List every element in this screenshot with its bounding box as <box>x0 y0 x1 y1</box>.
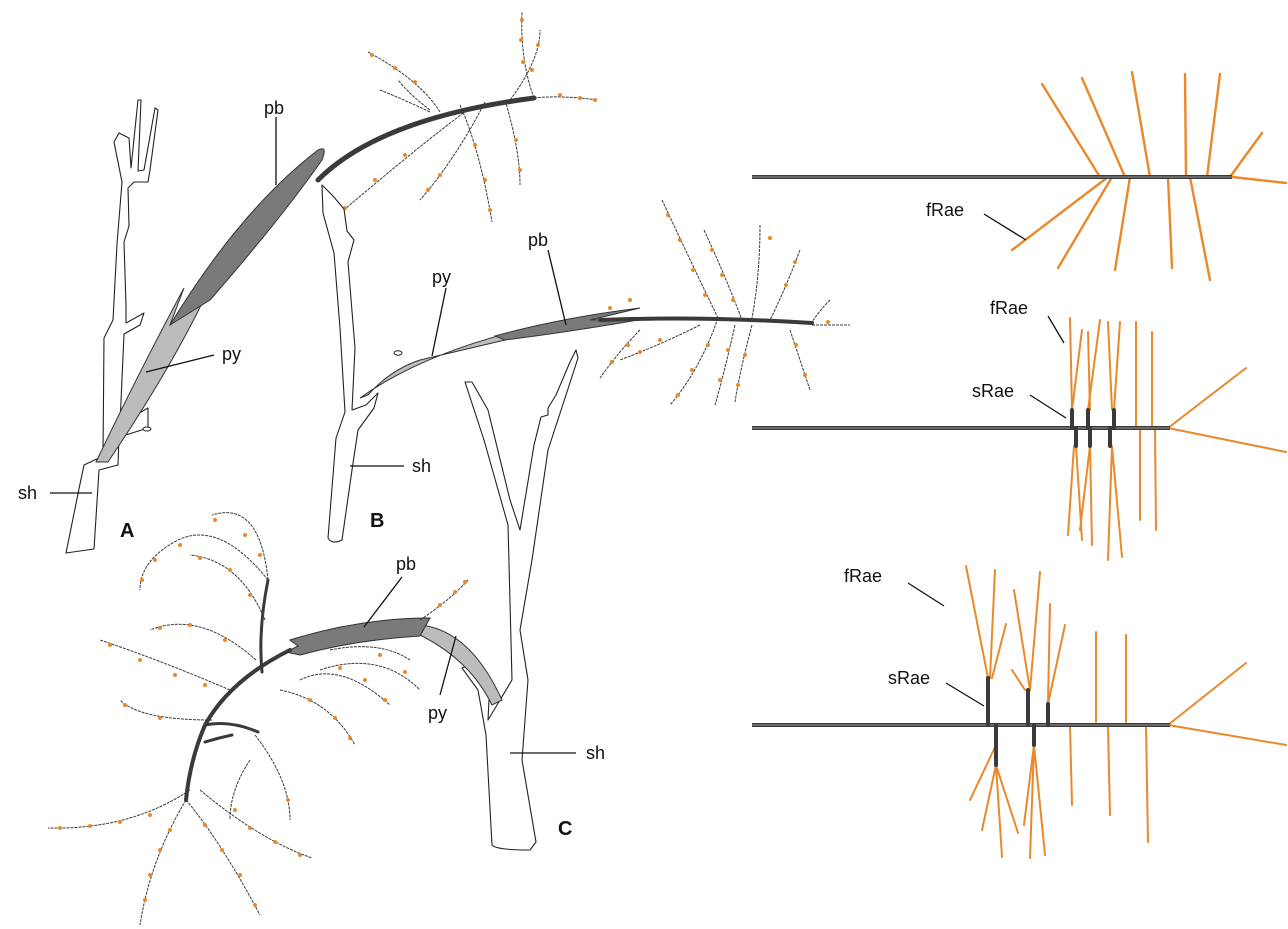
rachis-c-branch3 <box>203 733 234 744</box>
pseudobranch-dark-c <box>284 617 431 656</box>
ramuli-c <box>47 512 469 926</box>
panel-c-drawing: pb py sh C <box>47 349 605 926</box>
rachis-c-branch1 <box>259 578 270 674</box>
stem-b <box>321 184 379 543</box>
pseudobranch-light-c <box>419 624 503 706</box>
schematic-3-ramuli <box>965 565 1287 859</box>
label-srae-3: sRae <box>888 668 930 688</box>
ramuli-beads-a <box>343 18 597 212</box>
ramuli-b <box>599 199 850 406</box>
leader-frae-2 <box>1047 315 1065 344</box>
label-frae-3: fRae <box>844 566 882 586</box>
pseudobranch-light-b <box>359 329 521 399</box>
schematic-3-secondary-rachises <box>986 676 1050 767</box>
label-sh-c: sh <box>586 743 605 763</box>
rachis-c-branch2 <box>203 722 260 734</box>
panel-b-drawing: pb py sh B <box>321 184 850 543</box>
schematic-1: fRae <box>752 70 1288 282</box>
ramuli-a <box>337 11 599 223</box>
leader-py-b <box>431 287 447 357</box>
schematic-1-ramuli <box>1010 70 1288 282</box>
schematic-3: fRae sRae <box>752 565 1287 859</box>
label-sh-b: sh <box>412 456 431 476</box>
leader-srae-2 <box>1029 394 1067 419</box>
leader-frae-3 <box>907 582 945 607</box>
panel-label-a: A <box>120 520 134 542</box>
schematic-2: fRae sRae <box>752 298 1287 561</box>
leader-frae-1 <box>983 213 1027 241</box>
label-pb-b: pb <box>528 230 548 250</box>
label-py-b: py <box>432 267 451 287</box>
panel-label-c: C <box>558 818 572 840</box>
leader-py-c <box>439 635 457 696</box>
leader-pb-c <box>363 576 403 628</box>
panel-a-drawing: pb py sh A <box>18 11 599 554</box>
ramuli-beads-c <box>58 518 467 907</box>
stem-b-broken-tip <box>393 350 403 356</box>
label-frae-2: fRae <box>990 298 1028 318</box>
rachis-a <box>315 95 537 183</box>
rachis-b <box>598 316 814 325</box>
stem-c <box>461 349 579 851</box>
label-pb-c: pb <box>396 554 416 574</box>
leader-srae-3 <box>945 682 985 707</box>
panel-label-b: B <box>370 510 384 532</box>
pseudobranch-dark-a <box>169 148 325 326</box>
stem-a-broken-tip <box>142 426 152 432</box>
label-sh-a: sh <box>18 483 37 503</box>
schematic-2-ramuli <box>1067 317 1287 561</box>
label-py-c: py <box>428 703 447 723</box>
leader-py-a <box>145 354 215 373</box>
leader-pb-b <box>547 249 567 326</box>
ramuli-beads-b <box>608 213 830 397</box>
label-frae-1: fRae <box>926 200 964 220</box>
schematic-2-secondary-rachises <box>1070 408 1116 448</box>
label-pb-a: pb <box>264 98 284 118</box>
stem-a <box>65 99 159 554</box>
label-py-a: py <box>222 344 241 364</box>
pseudobranch-dark-b <box>493 307 651 341</box>
label-srae-2: sRae <box>972 381 1014 401</box>
